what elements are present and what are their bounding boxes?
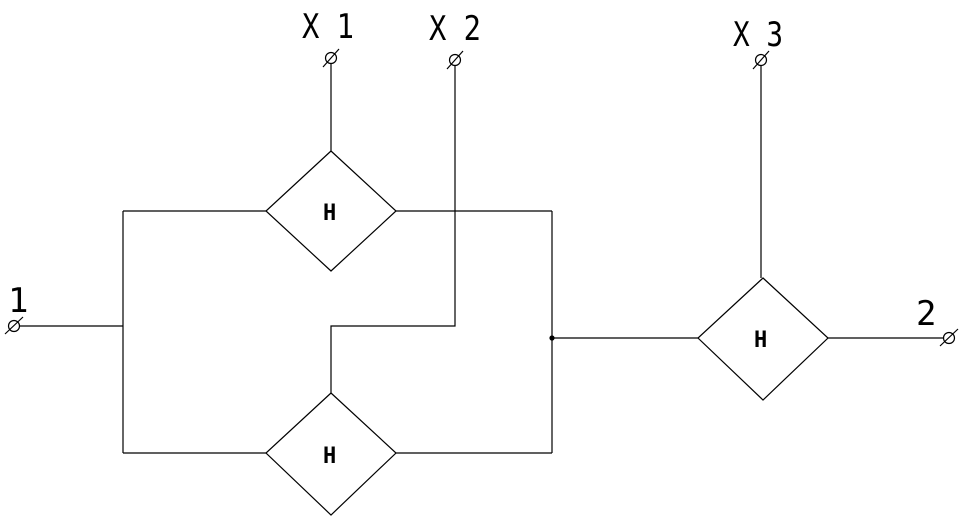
label-output: 2 [916,294,936,334]
terminal-out [939,328,959,347]
element-top-label: H [323,201,336,226]
terminal-x3 [752,50,770,70]
element-bottom: H [265,392,397,516]
wire-x2-control [330,65,456,393]
label-x2: X 2 [429,9,481,49]
junction-dot [549,335,555,341]
element-top: H [265,150,397,272]
label-x1: X 1 [302,7,354,47]
wires [18,63,944,454]
terminal-x1 [322,48,340,68]
label-input: 1 [8,281,28,321]
terminal-in [4,316,24,335]
element-bottom-label: H [323,444,336,469]
terminal-x2 [446,50,464,70]
element-right-label: H [754,328,767,353]
label-x3: X 3 [733,15,783,55]
element-right: H [697,277,829,401]
